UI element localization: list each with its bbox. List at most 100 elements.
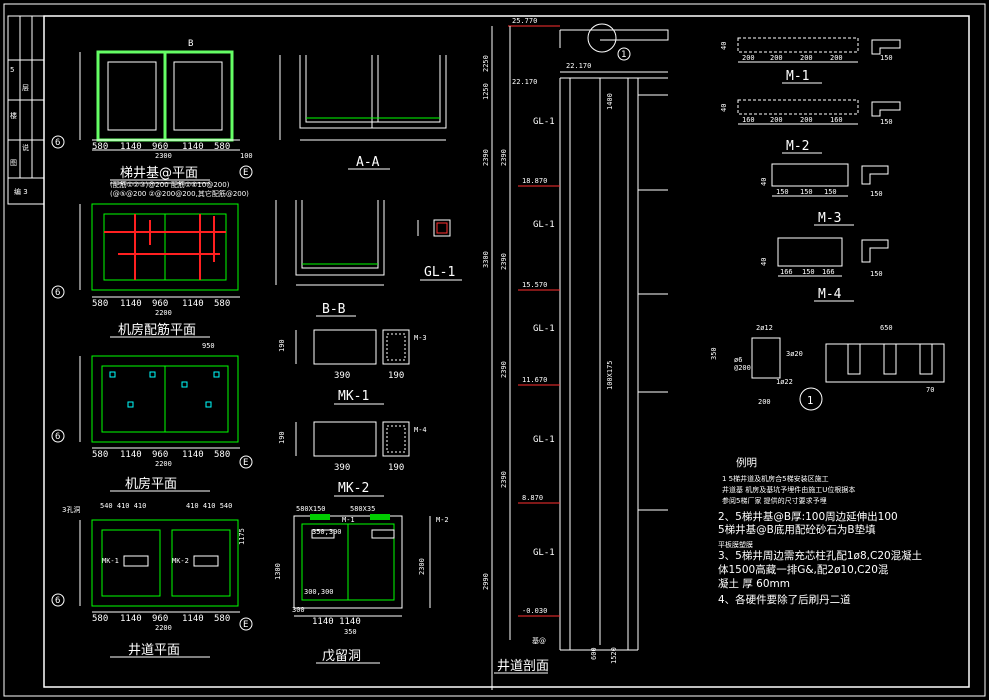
view-title: 井道平面 xyxy=(128,643,180,658)
annotation: MK-1 xyxy=(102,557,119,565)
view-title: 井道剖面 xyxy=(497,659,549,674)
dimension: 2200 xyxy=(155,460,172,468)
tb-cell-3: 楼 xyxy=(10,111,17,120)
annotation: 2ø12 xyxy=(756,324,773,332)
rebar-note: (@⑤@200 ②@200@200,其它配筋@200) xyxy=(110,189,249,198)
dimension: 960 xyxy=(152,614,168,624)
axis-label: 6 xyxy=(55,596,60,606)
view-title: M-3 xyxy=(818,211,841,226)
annotation: 1ø22 xyxy=(776,378,793,386)
dimension: 100X175 xyxy=(606,360,614,390)
tb-cell-6: 编 3 xyxy=(14,187,28,196)
dimension: 200 xyxy=(800,116,813,124)
notes-title: 例明 xyxy=(736,456,757,469)
dimension: 150 xyxy=(800,188,813,196)
note-line: 4、各硬件要除了后刷丹二道 xyxy=(718,593,851,606)
annotation: @200 xyxy=(734,364,751,372)
dimension: 1250 xyxy=(482,83,490,100)
dimension: 150 xyxy=(870,270,883,278)
level-mark: 18.870 xyxy=(522,177,547,185)
dimension: 200 xyxy=(758,398,771,406)
axis-label: 6 xyxy=(55,138,60,148)
dimension: 150 xyxy=(880,118,893,126)
machine-plan-view: 950 6 E 580 1140 960 1140 580 2200 机房平面 xyxy=(51,342,253,492)
axis-label: B xyxy=(188,39,193,49)
dimension: 580X150 xyxy=(296,505,326,513)
dimension: 40 xyxy=(760,178,768,186)
tb-cell-4: 说 xyxy=(22,143,29,152)
m3-view: 150 150 150 40 150 M-3 xyxy=(760,163,889,226)
beam-label: GL-1 xyxy=(533,548,555,558)
dimension: 580 xyxy=(92,450,108,460)
dimension: 1140 xyxy=(182,299,204,309)
note-line: 2、5梯井基@B厚:100周边延伸出100 xyxy=(718,510,898,523)
floor-level-4: 11.670 GL-1 xyxy=(518,376,560,445)
m4-view: 166 150 166 40 150 M-4 xyxy=(760,237,889,302)
level-mark: 22.170 xyxy=(566,62,591,70)
annotation: MK-2 xyxy=(172,557,189,565)
axis-label: 6 xyxy=(55,432,60,442)
dimension: 300 xyxy=(292,606,305,614)
dimension: 600 xyxy=(590,647,598,660)
dimension: 1140 xyxy=(182,614,204,624)
detail-marker: 1 xyxy=(807,395,813,407)
dimension: 580 xyxy=(214,450,230,460)
m1-view: 200 200 200 200 40 150 M-1 xyxy=(720,37,901,84)
note-line: 5梯井基@B底用配砼砂石为B垫填 xyxy=(718,523,876,536)
dimension: 1520 xyxy=(610,647,618,664)
beam-label: GL-1 xyxy=(533,117,555,127)
dimension: 580 xyxy=(214,142,230,152)
tb-cell-2: 层 xyxy=(22,84,29,92)
axis-bubble-6 xyxy=(51,135,65,149)
dimension: 580 xyxy=(92,299,108,309)
dimension: 160 xyxy=(742,116,755,124)
view-title: 戊留洞 xyxy=(322,649,361,664)
gl1-view: GL-1 xyxy=(417,219,462,281)
annotation: ø6 xyxy=(734,356,742,364)
pit-plan-view: 6 E B 580 1140 960 1140 580 2300 100 梯井基… xyxy=(51,39,253,184)
dimension: 150 xyxy=(802,268,815,276)
dimension: 350,300 xyxy=(312,528,342,536)
dimension: 1140 xyxy=(120,142,142,152)
dimension: 390 xyxy=(334,463,350,473)
dimension: 150 xyxy=(824,188,837,196)
dimension: 150 xyxy=(776,188,789,196)
shaft-section-view: 1 25.770 2250 1250 2390 3300 2990 2390 2… xyxy=(482,17,669,690)
axis-label: 6 xyxy=(55,288,60,298)
dimension: 190 xyxy=(278,431,286,444)
rebar-note: (配筋①②③)@200 配筋①④10@200) xyxy=(110,180,230,189)
axis-label: E xyxy=(243,458,248,468)
dimension: 2390 xyxy=(500,471,508,488)
floor-level-2: 18.870 GL-1 xyxy=(518,177,560,230)
note-line: 平板膜塑膜 xyxy=(718,540,753,549)
dimension: 1140 xyxy=(120,299,142,309)
annotation: M-1 xyxy=(342,516,355,524)
view-title: GL-1 xyxy=(424,265,455,280)
dimension: 2990 xyxy=(482,573,490,590)
dimension: 2300 xyxy=(418,558,426,575)
drawing-border xyxy=(3,3,986,697)
mk2-view: M-4 190 390 190 MK-2 xyxy=(278,421,427,497)
dimension: 2200 xyxy=(155,309,172,317)
view-title: A-A xyxy=(356,155,380,170)
view-title: MK-1 xyxy=(338,389,369,404)
dimension: 580 xyxy=(92,142,108,152)
dimension: 1140 xyxy=(120,614,142,624)
dimension: 960 xyxy=(152,299,168,309)
axis-label: E xyxy=(243,168,248,178)
floor-level-3: 15.570 GL-1 xyxy=(518,281,560,334)
dimension: 390 xyxy=(334,371,350,381)
view-title: M-4 xyxy=(818,287,842,302)
note-line: 体1500高藏一排G&,配2ø10,C20混 xyxy=(718,563,889,576)
view-title: 梯井基@平面 xyxy=(120,166,198,181)
dimension: 190 xyxy=(388,463,404,473)
dimension: 40 xyxy=(720,42,728,50)
dimension: 1300 xyxy=(274,563,282,580)
dimension: 1175 xyxy=(238,528,246,545)
annotation: M-3 xyxy=(414,334,427,342)
annotation: 1 xyxy=(621,50,626,60)
annotation: 3孔洞 xyxy=(62,505,80,514)
dimension: 1140 xyxy=(120,450,142,460)
dimension: 100 xyxy=(240,152,253,160)
